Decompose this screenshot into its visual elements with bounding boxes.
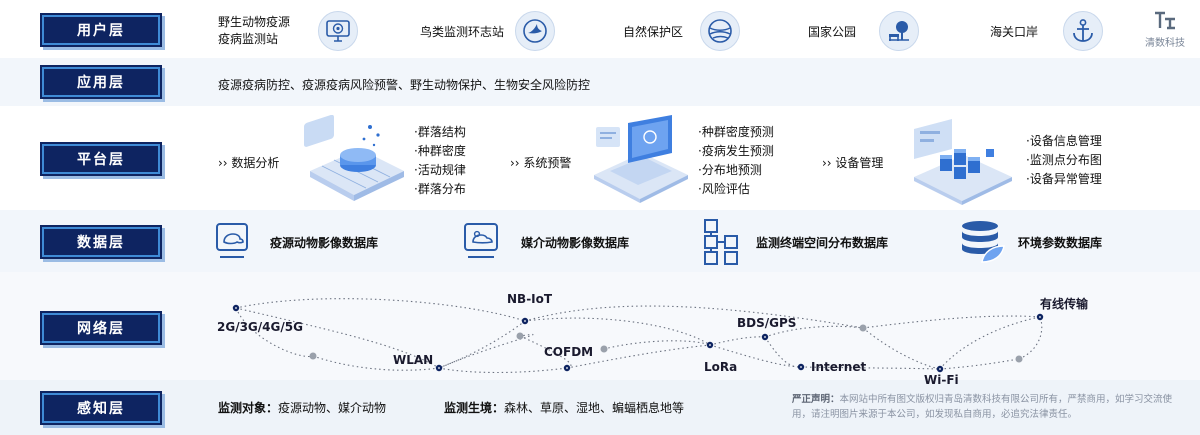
copyright-notice: 严正声明：本网站中所有图文版权归青岛清数科技有限公司所有，严禁商用，如学习交流使… [792, 392, 1187, 422]
sensing-habitat: 监测生境：森林、草原、湿地、蝙蝠栖息地等 [444, 399, 684, 416]
sensing-objects-label: 监测对象： [218, 401, 279, 415]
bullet-item: ·风险评估 [698, 182, 750, 196]
platform-module-device-title: ›› 设备管理 [822, 156, 884, 170]
user-item-station-line2: 疫病监测站 [218, 32, 279, 46]
network-mesh-lines [232, 298, 1044, 374]
network-node-nbiot: NB-IoT [507, 292, 553, 306]
user-item-customs: 海关口岸 [990, 25, 1039, 39]
monitor-target-icon [318, 11, 358, 51]
user-item-park: 国家公园 [808, 25, 857, 39]
app-band [0, 58, 1200, 106]
data-item-env-db: 环境参数数据库 [1018, 236, 1103, 250]
sensing-habitat-value: 森林、草原、湿地、蝙蝠栖息地等 [504, 401, 685, 415]
platform-module-warning-bullets: ·种群密度预测 ·疫病发生预测 ·分布地预测 ·风险评估 [698, 123, 774, 199]
bullet-item: ·种群密度预测 [698, 125, 774, 139]
tree-bench-icon [879, 11, 919, 51]
network-node-wired: 有线传输 [1040, 297, 1089, 311]
network-node-cellular: 2G/3G/4G/5G [217, 320, 303, 334]
bird-globe-icon [515, 11, 555, 51]
bullet-item: ·设备异常管理 [1026, 172, 1102, 186]
network-grid-icon [704, 219, 738, 265]
data-band [0, 210, 1200, 272]
bullet-item: ·监测点分布图 [1026, 153, 1102, 167]
device-management-illustration [914, 119, 1012, 205]
bullet-item: ·活动规律 [414, 163, 466, 177]
bullet-item: ·群落结构 [414, 125, 466, 139]
sensing-objects-value: 疫源动物、媒介动物 [278, 401, 387, 415]
bullet-item: ·分布地预测 [698, 163, 762, 177]
bullet-item: ·设备信息管理 [1026, 134, 1102, 148]
layer-label-data: 数据层 [42, 227, 160, 257]
platform-module-warning-title: ›› 系统预警 [510, 156, 572, 170]
bullet-item: ·疫病发生预测 [698, 144, 774, 158]
platform-module-analysis-title: ›› 数据分析 [218, 156, 280, 170]
sensing-habitat-label: 监测生境： [444, 401, 505, 415]
network-node-wifi: Wi-Fi [924, 373, 959, 387]
network-node-internet: Internet [811, 360, 867, 374]
layer-label-app: 应用层 [42, 67, 160, 97]
user-item-reserve: 自然保护区 [623, 25, 684, 39]
anchor-icon [1063, 11, 1103, 51]
network-node-wlan: WLAN [393, 353, 434, 367]
platform-module-device-bullets: ·设备信息管理 ·监测点分布图 ·设备异常管理 [1026, 132, 1102, 189]
notice-body: 本网站中所有图文版权归青岛清数科技有限公司所有，严禁商用，如学习交流使用，请注明… [792, 394, 1173, 420]
data-item-vector-db: 媒介动物影像数据库 [521, 236, 630, 250]
user-item-bird-station: 鸟类监测环志站 [420, 25, 505, 39]
animal-monitor-icon [216, 223, 248, 258]
data-analysis-illustration [304, 115, 404, 201]
network-node-cofdm: COFDM [544, 345, 594, 359]
user-item-station: 野生动物疫源 疫病监测站 [218, 14, 290, 48]
network-node-bds-gps: BDS/GPS [737, 316, 797, 330]
brand-mark-icon [1155, 11, 1175, 30]
layer-label-user: 用户层 [42, 15, 160, 45]
database-leaf-icon [962, 221, 1005, 263]
app-layer-text: 疫源疫病防控、疫源疫病风险预警、野生动物保护、生物安全风险防控 [218, 78, 591, 92]
network-node-lora: LoRa [704, 360, 738, 374]
data-item-animal-db: 疫源动物影像数据库 [270, 236, 379, 250]
rodent-monitor-icon [464, 223, 498, 258]
sensing-objects: 监测对象：疫源动物、媒介动物 [218, 399, 386, 416]
brand-logo: 清数科技 [1143, 10, 1187, 49]
user-item-station-line1: 野生动物疫源 [218, 15, 291, 29]
bullet-item: ·种群密度 [414, 144, 466, 158]
data-item-terminal-db: 监测终端空间分布数据库 [756, 236, 889, 250]
layer-label-sensing: 感知层 [42, 393, 160, 423]
layer-label-platform: 平台层 [42, 144, 160, 174]
globe-lines-icon [700, 11, 740, 51]
bullet-item: ·群落分布 [414, 182, 466, 196]
system-warning-illustration [594, 115, 688, 203]
layer-label-network: 网络层 [42, 313, 160, 343]
notice-title: 严正声明： [792, 394, 840, 405]
sensing-band [0, 380, 1200, 435]
brand-name: 清数科技 [1145, 38, 1185, 49]
platform-module-analysis-bullets: ·群落结构 ·种群密度 ·活动规律 ·群落分布 [414, 123, 466, 199]
network-band [0, 272, 1200, 380]
